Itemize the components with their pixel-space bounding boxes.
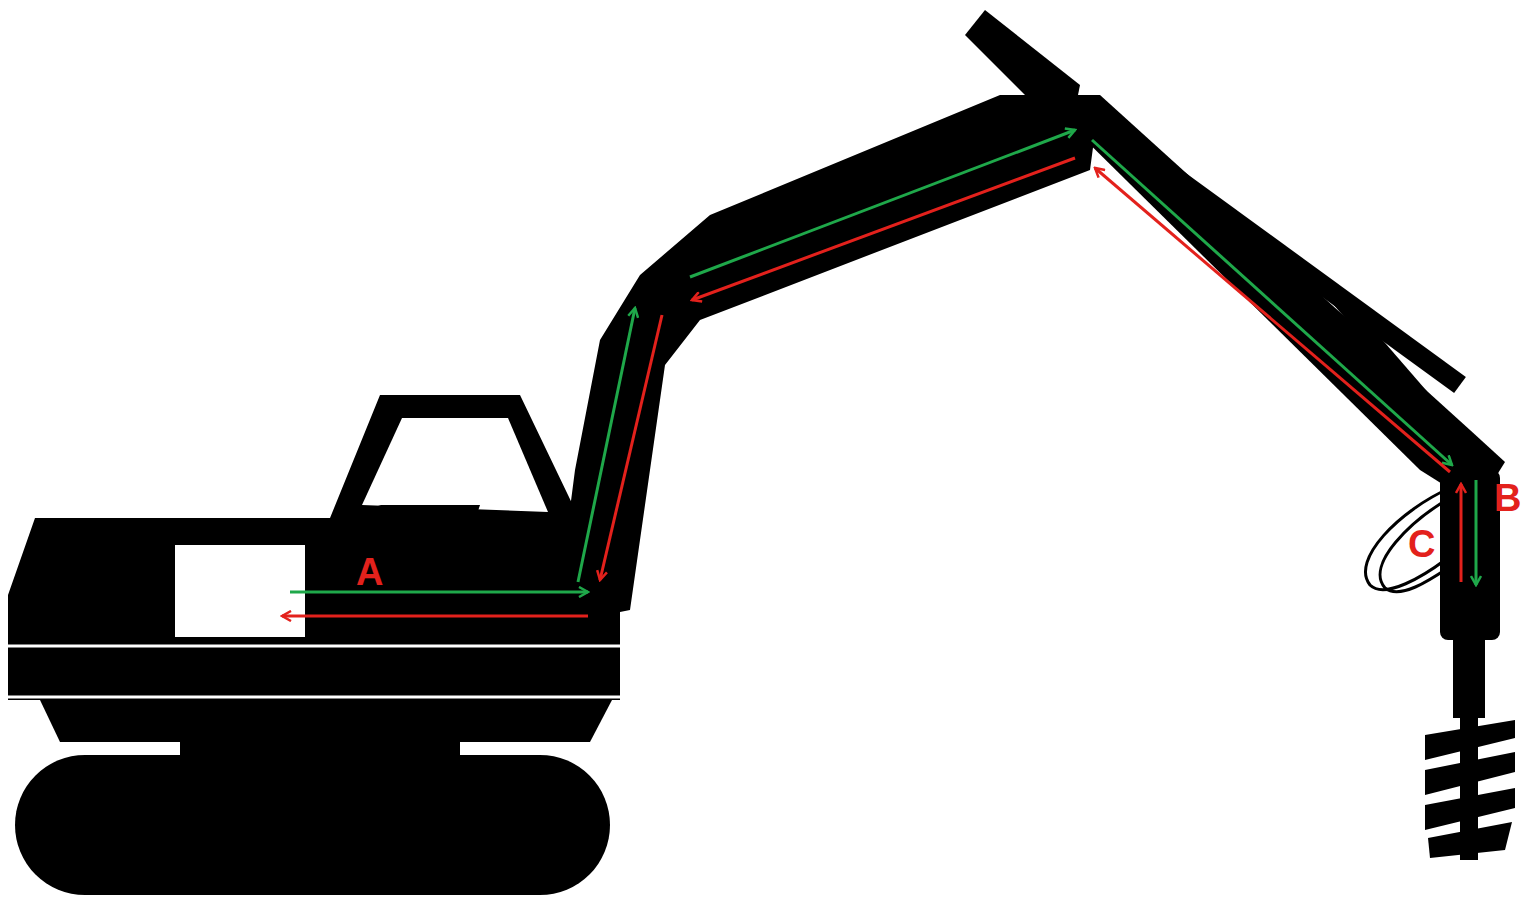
force-arrow [1092,140,1452,465]
auger-flight [1425,752,1515,795]
body-panel [175,545,305,637]
red-arrows [282,158,1461,616]
cab-window [362,418,548,512]
force-arrow [1460,484,1463,582]
cab-frame [378,505,480,535]
force-arrow [690,130,1075,277]
force-arrow [290,591,588,594]
auger-flight [1428,822,1512,858]
hydraulic-cylinder [1085,112,1460,385]
auger-flight [1425,720,1515,760]
force-arrow [600,315,662,580]
body-stripe [8,645,620,648]
force-arrow [282,615,588,618]
stick [1055,95,1505,492]
force-arrow [692,158,1075,300]
upper-body [8,395,620,700]
force-arrow [578,308,635,582]
auger-flight [1425,788,1515,830]
boom-knuckle [965,10,1080,110]
callout-letter: A [356,553,383,591]
green-arrows [290,130,1476,592]
auger-motor [1440,470,1500,640]
body-stripe [8,696,620,699]
hose [1380,495,1455,592]
track [15,755,610,895]
force-arrow [1475,480,1478,585]
callout-letter: B [1494,479,1521,517]
boom [555,95,1100,625]
silhouette [8,10,1515,895]
lower-body [40,700,612,742]
force-arrow [1095,168,1450,472]
linkage [1330,290,1460,440]
callout-letter: C [1408,525,1435,563]
